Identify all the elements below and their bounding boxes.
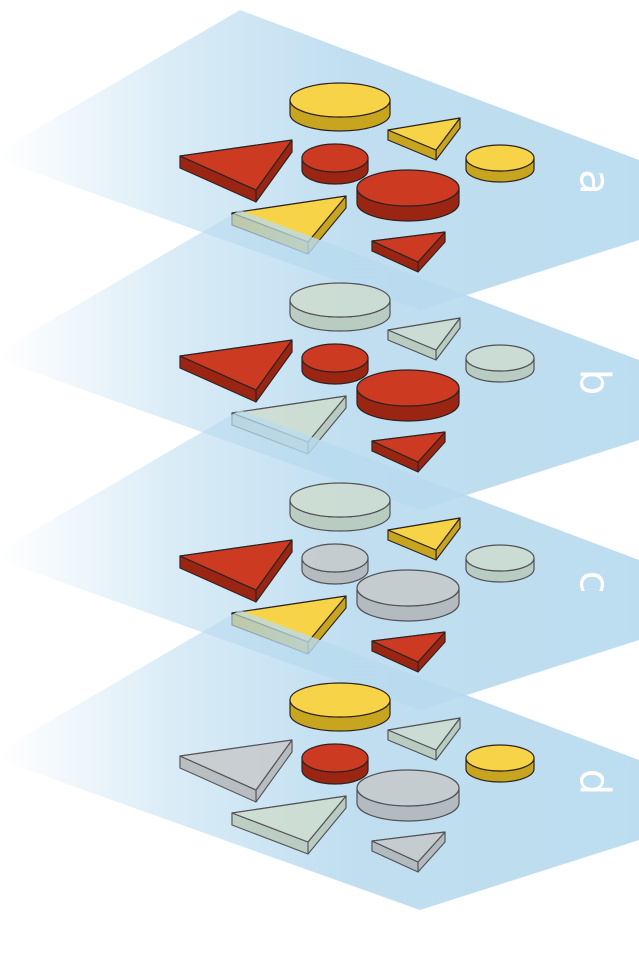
triangle-top-right (387, 717, 461, 761)
ellipse-top (289, 82, 391, 132)
ellipse-mid-left (301, 143, 369, 185)
ellipse-center (356, 169, 460, 222)
plane-label-b: b (571, 369, 620, 396)
ellipse-mid-left (301, 343, 369, 385)
ellipse-right (465, 144, 535, 183)
plane-c: c (0, 410, 639, 710)
ellipse-right (465, 744, 535, 783)
triangle-bottom-right (371, 231, 446, 273)
ellipse-right (465, 544, 535, 583)
triangle-top-right (387, 317, 461, 361)
ellipse-top (289, 282, 391, 332)
ellipse-center (356, 369, 460, 422)
triangle-bottom-right (371, 831, 446, 873)
triangle-bottom-right (371, 431, 446, 473)
plane-label-d: d (571, 769, 620, 796)
ellipse-mid-left (301, 543, 369, 585)
triangle-top-right (387, 117, 461, 161)
plane-label-a: a (571, 169, 620, 195)
triangle-top-right (387, 517, 461, 561)
ellipse-center (356, 569, 460, 622)
triangle-left (179, 339, 293, 403)
triangle-left (179, 739, 293, 803)
plane-label-c: c (571, 570, 620, 593)
triangle-left (179, 139, 293, 203)
triangle-bottom-left (231, 795, 347, 855)
triangle-left (179, 539, 293, 603)
ellipse-top (289, 482, 391, 532)
ellipse-mid-left (301, 743, 369, 785)
ellipse-center (356, 769, 460, 822)
triangle-bottom-right (371, 631, 446, 673)
plane-d: d (0, 610, 639, 910)
ellipse-top (289, 682, 391, 732)
ellipse-right (465, 344, 535, 383)
